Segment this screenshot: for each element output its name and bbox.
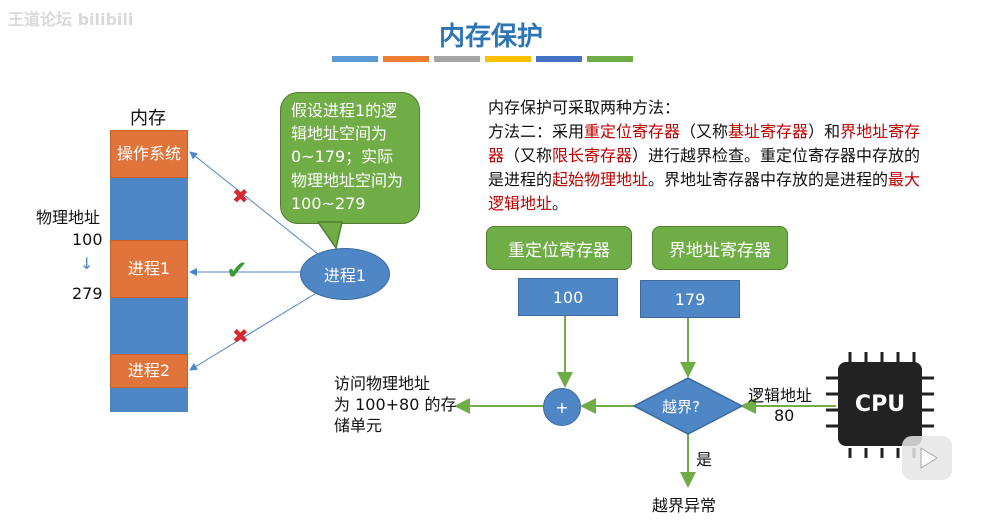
title-bar-segment (536, 56, 582, 62)
memory-segment-process2: 进程2 (110, 354, 188, 388)
title-bar-segment (332, 56, 378, 62)
title-bar-segment (434, 56, 480, 62)
memory-segment-free-3 (110, 388, 188, 412)
title-bar-segment (383, 56, 429, 62)
highlight-limit-register: 界地址寄存器 (488, 122, 921, 165)
play-icon (920, 447, 938, 469)
adder-node: + (543, 388, 581, 426)
process1-node: 进程1 (300, 248, 390, 300)
arrow-to-process2 (189, 291, 319, 371)
title-bar-segment (587, 56, 633, 62)
title-bar-segment (485, 56, 531, 62)
check-icon: ✔ (226, 256, 248, 286)
down-arrow-icon: ↓ (80, 254, 94, 273)
description: 内存保护可采取两种方法： 方法二：采用重定位寄存器（又称基址寄存器）和界地址寄存… (488, 96, 928, 216)
logical-address-label: 逻辑地址 (748, 386, 813, 405)
memory-segment-free-1 (110, 178, 188, 240)
yes-label: 是 (696, 450, 713, 469)
highlight-base-register: 基址寄存器 (728, 122, 809, 141)
memory-segment-free-2 (110, 298, 188, 354)
highlight-length-register: 限长寄存器 (552, 146, 633, 165)
memory-label: 内存 (130, 108, 166, 129)
watermark: 王道论坛 bilibili (8, 10, 134, 29)
cpu-pins (826, 352, 934, 458)
logical-address-value: 80 (774, 406, 795, 425)
highlight-max-logical: 最大逻辑地址 (488, 170, 921, 213)
relocation-register-label: 重定位寄存器 (486, 226, 632, 270)
arrow-to-os (189, 151, 319, 255)
bounds-check-label: 越界? (662, 398, 700, 416)
memory-segment-process1: 进程1 (110, 240, 188, 298)
description-intro: 内存保护可采取两种方法： (488, 98, 681, 117)
limit-register-label: 界地址寄存器 (652, 226, 788, 270)
highlight-relocation-register: 重定位寄存器 (584, 122, 681, 141)
access-physical-address: 访问物理地址 为 100+80 的存 储单元 (334, 374, 457, 435)
cross-icon: ✖ (232, 324, 249, 348)
limit-register-value: 179 (640, 280, 740, 318)
play-button[interactable] (902, 436, 952, 480)
description-method: 方法二：采用重定位寄存器（又称基址寄存器）和界地址寄存器（又称限长寄存器）进行越… (488, 122, 921, 213)
assumption-bubble: 假设进程1的逻辑地址空间为 0~179；实际物理地址空间为 100~279 (280, 92, 420, 224)
cross-icon: ✖ (232, 184, 249, 208)
physical-address-label: 物理地址 (36, 208, 101, 227)
relocation-register-value: 100 (518, 278, 618, 316)
page-title: 内存保护 (438, 22, 543, 52)
range-start: 100 (72, 230, 103, 249)
bubble-tail (316, 221, 343, 250)
cpu-icon: CPU (838, 362, 922, 446)
exception-label: 越界异常 (652, 496, 717, 515)
highlight-start-physical: 起始物理地址 (552, 170, 649, 189)
memory-segment-os: 操作系统 (110, 130, 188, 178)
check-diamond (632, 377, 744, 435)
range-end: 279 (72, 284, 103, 303)
